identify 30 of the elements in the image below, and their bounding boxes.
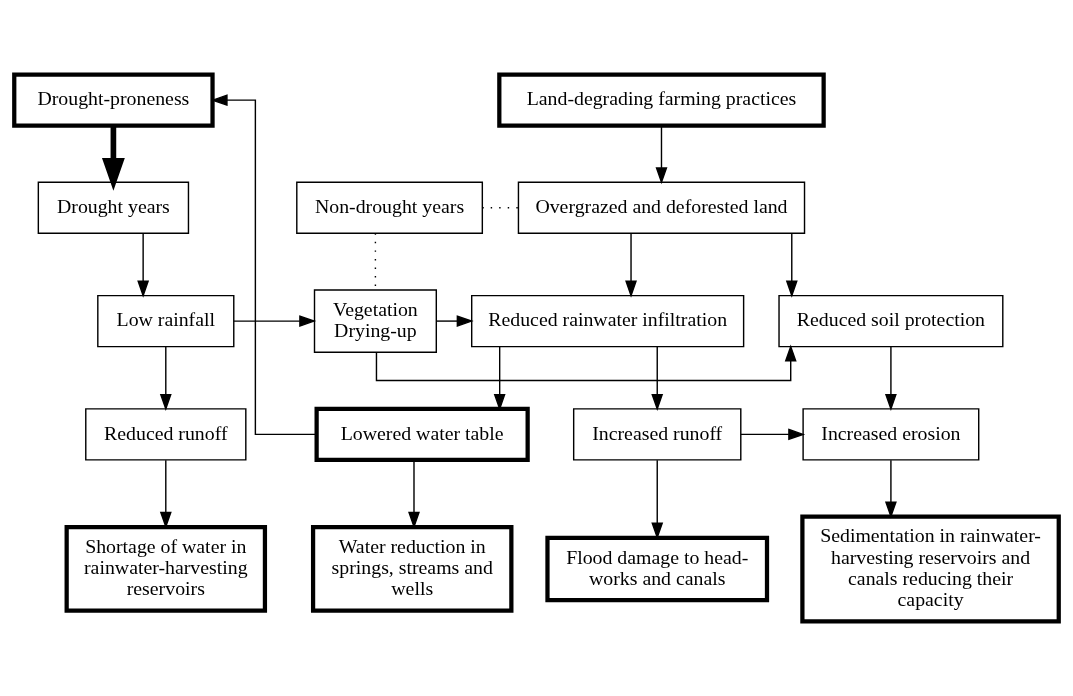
arrow: [651, 346, 664, 411]
arrow: [375, 344, 797, 382]
node-box: Reduced rainwater infiltration: [471, 294, 745, 348]
node-box: Reduced soil protection: [778, 294, 1004, 348]
node-box: Overgrazed and deforested land: [517, 181, 806, 234]
node-box: Lowered water table: [314, 406, 530, 462]
arrow: [137, 232, 150, 298]
node-box: Land-degrading farming practices: [497, 72, 826, 128]
arrow: [884, 346, 897, 411]
node-box: Vegetation Drying-up: [313, 289, 437, 353]
node-box: Drought years: [37, 181, 190, 234]
arrow: [233, 315, 317, 328]
node-box: Drought-proneness: [12, 72, 215, 128]
node-box: Sedimentation in rainwater-harvesting reservoirs and canals reducing their capacity: [800, 514, 1061, 624]
arrow: [740, 428, 806, 441]
arrow: [884, 459, 897, 519]
node-box: Flood damage to head-works and canals: [545, 535, 770, 603]
node-box: Increased erosion: [802, 408, 980, 461]
node-box: Shortage of water in rainwater-harvesting reservoirs: [64, 525, 268, 613]
arrow: [785, 232, 798, 298]
arrow: [435, 315, 474, 328]
node-box: Non-drought years: [296, 181, 484, 234]
arrow: [101, 125, 125, 191]
arrow: [625, 232, 637, 298]
node-box: Water reduction in springs, streams and wells: [310, 525, 514, 613]
arrow: [159, 346, 172, 411]
arrow: [655, 124, 668, 185]
node-box: Increased runoff: [572, 408, 742, 461]
node-box: Reduced runoff: [85, 408, 247, 461]
node-box: Low rainfall: [97, 294, 235, 348]
